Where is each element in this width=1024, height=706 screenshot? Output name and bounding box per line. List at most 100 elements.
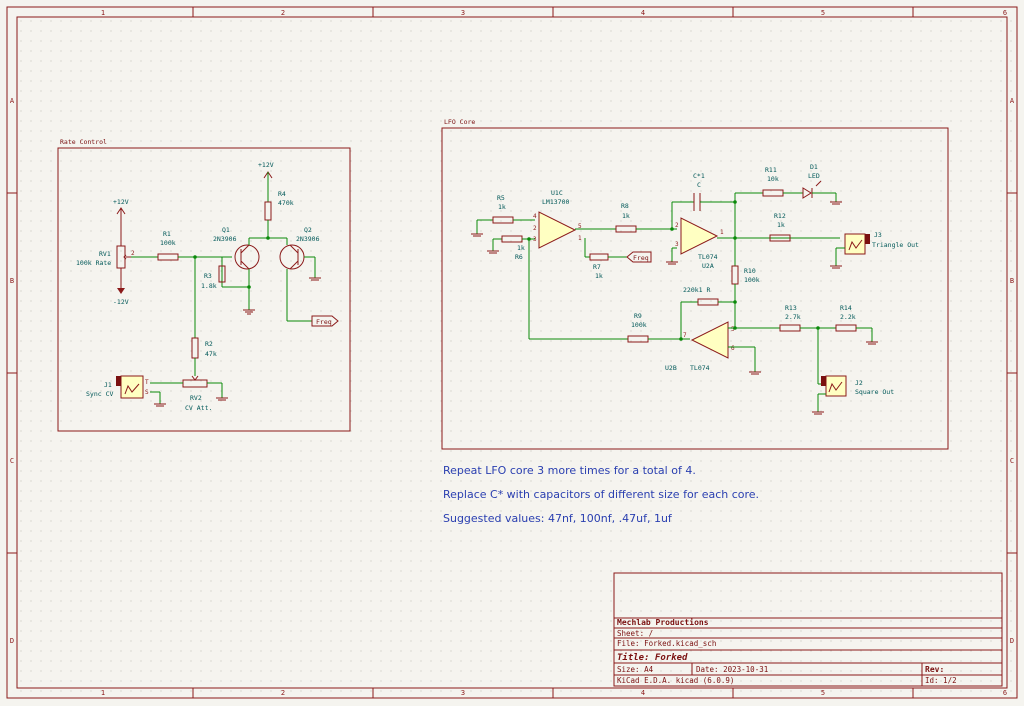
notes-block: Repeat LFO core 3 more times for a total… [443, 464, 759, 525]
r4-value: 470k [278, 199, 294, 207]
rate-control-border [57, 147, 351, 432]
rv1-pin-2: 2 [131, 250, 135, 257]
r10-ref: R10 [744, 267, 756, 275]
j1-pin-s: S [145, 389, 149, 396]
r4-power: +12V [258, 161, 274, 169]
u1-pin-2: 2 [533, 225, 537, 232]
r1-ref: R1 [163, 230, 171, 238]
r3-ref: R3 [204, 272, 212, 280]
r13-value: 2.7k [785, 313, 801, 321]
title-block-tool: KiCad E.D.A. kicad (6.0.9) [617, 676, 734, 685]
frame-row-c: C [10, 457, 14, 465]
minus12v-symbol [117, 288, 125, 294]
frame-col-1-bottom: 1 [101, 689, 105, 697]
lfo-core-block: LFO Core R5 1k 1k R6 4 2 3 5 1 U1C LM137… [441, 118, 949, 450]
r6-value: 1k [517, 244, 525, 252]
frame-col-1: 1 [101, 9, 105, 17]
u1-pin-5: 5 [578, 223, 582, 230]
u2b-pin-6: 6 [731, 345, 735, 352]
u2b-pin-5: 5 [731, 326, 735, 333]
title-block-id: Id: 1/2 [925, 676, 957, 685]
r12-ref: R12 [774, 212, 786, 220]
u1-pin-4: 4 [533, 213, 537, 220]
j1-jack [120, 375, 144, 399]
r13-ref: R13 [785, 304, 797, 312]
frame-col-2-bottom: 2 [281, 689, 285, 697]
rv2-value: CV Att. [185, 404, 212, 412]
r8-value: 1k [622, 212, 630, 220]
lfo-core-border [441, 127, 949, 450]
lfo-core-title: LFO Core [444, 118, 475, 126]
r1-value: 100k [160, 239, 176, 247]
r10-value: 100k [744, 276, 760, 284]
freq-label-rate-text: Freq [316, 318, 332, 326]
frame-row-a-right: A [1010, 97, 1015, 105]
q2-value: 2N3906 [296, 235, 320, 243]
q2-ref: Q2 [304, 226, 312, 234]
q1-transistor [234, 244, 260, 270]
j1-ref: J1 [104, 381, 112, 389]
u2a-pin-2: 2 [675, 222, 679, 229]
r3-value: 1.8k [201, 282, 217, 290]
r5-ref: R5 [497, 194, 505, 202]
rv2-ref: RV2 [190, 394, 202, 402]
frame-col-5-bottom: 5 [821, 689, 825, 697]
u1-ref: U1C [551, 189, 563, 197]
note-line-3: Suggested values: 47nf, 100nf, .47uf, 1u… [443, 512, 673, 525]
r12-resistor [769, 234, 791, 242]
r7-ref: R7 [593, 263, 601, 271]
rv1-value: 100k Rate [76, 259, 111, 267]
r3-resistor [218, 265, 226, 283]
u1-pin-1: 1 [578, 235, 582, 242]
u2a-pin-3: 3 [675, 241, 679, 248]
u2a-opamp [680, 217, 719, 255]
frame-col-5: 5 [821, 9, 825, 17]
j1-value: Sync CV [86, 390, 113, 398]
freq-label-lfo [626, 251, 652, 263]
frame-row-d: D [10, 637, 14, 645]
frame-row-b: B [10, 277, 14, 285]
drawing-frame: 1 2 3 4 5 6 1 2 3 4 5 6 A B C D A B C D [6, 6, 1018, 699]
freq-label-rate [311, 315, 339, 327]
frame-col-3-bottom: 3 [461, 689, 465, 697]
r11-ref: R11 [765, 166, 777, 174]
title-block-file: File: Forked.kicad_sch [617, 639, 716, 648]
r14-value: 2.2k [840, 313, 856, 321]
u1-pin-3: 3 [533, 236, 537, 243]
u2a-ref: TL074 [698, 253, 718, 261]
u1-value: LM13700 [542, 198, 569, 206]
rv1-ref: RV1 [99, 250, 111, 258]
r9-ref: R9 [634, 312, 642, 320]
title-block: Mechlab Productions Sheet: / File: Forke… [613, 572, 1003, 687]
title-block-title: Title: Forked [617, 652, 688, 663]
c1-value: C [697, 181, 701, 189]
frame-row-d-right: D [1010, 637, 1014, 645]
frame-row-b-right: B [1010, 277, 1014, 285]
j3-value: Triangle Out [872, 241, 919, 249]
j3-jack [844, 233, 866, 255]
d1-value: LED [808, 172, 820, 180]
d1-led [802, 187, 812, 199]
rv1-power-top: +12V [113, 198, 129, 206]
q1-ref: Q1 [222, 226, 230, 234]
frame-col-4: 4 [641, 9, 645, 17]
r4-ref: R4 [278, 190, 286, 198]
r9-value: 100k [631, 321, 647, 329]
u2a-value: U2A [702, 262, 714, 270]
title-block-sheet: Sheet: / [617, 629, 653, 638]
r2-ref: R2 [205, 340, 213, 348]
j1-pin-t: T [145, 379, 149, 386]
frame-row-c-right: C [1010, 457, 1014, 465]
title-block-rev: Rev: [925, 665, 944, 674]
j2-jack [825, 375, 847, 397]
r11-value: 10k [767, 175, 779, 183]
frame-col-4-bottom: 4 [641, 689, 645, 697]
r5-value: 1k [498, 203, 506, 211]
q1-value: 2N3906 [213, 235, 237, 243]
title-block-size: Size: A4 [617, 665, 654, 674]
rate-control-block: Rate Control +12V -12V RV1 100k Rate 2 R… [57, 138, 351, 432]
frame-col-3: 3 [461, 9, 465, 17]
freq-label-lfo-text: Freq [633, 254, 649, 262]
u2b-pin-7: 7 [683, 332, 687, 339]
